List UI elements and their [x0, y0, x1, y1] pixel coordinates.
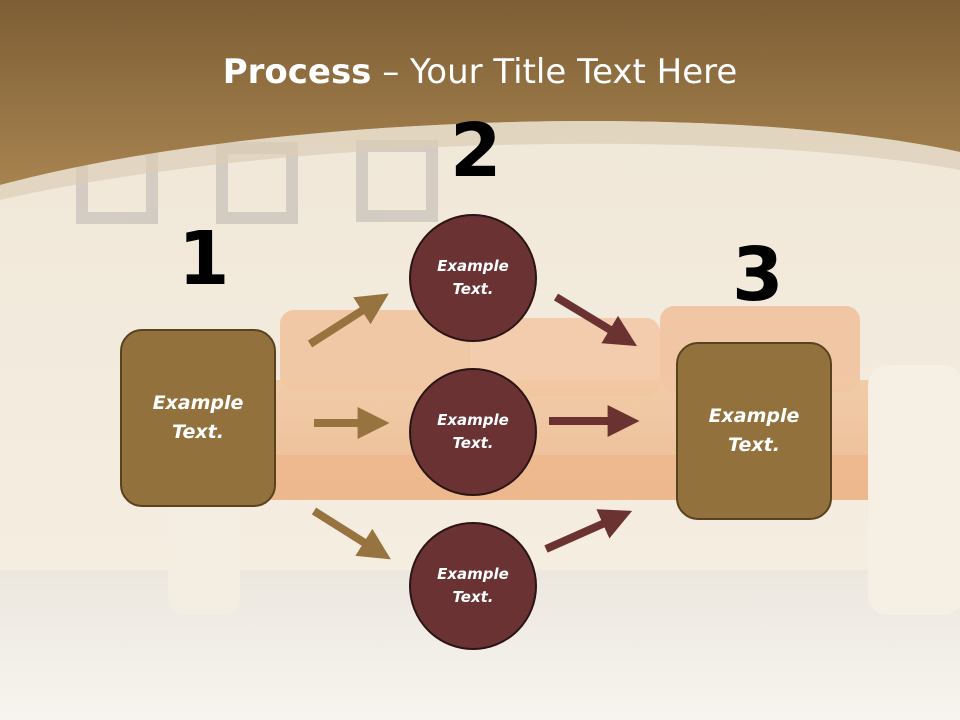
arrow-right-icon	[553, 293, 638, 347]
step-number-2: 2	[450, 108, 502, 194]
arrow-right-icon	[307, 293, 389, 348]
step-number-3: 3	[732, 232, 784, 318]
middle-circle-bottom-label: Example Text.	[437, 565, 509, 606]
step-3-box: Example Text.	[676, 342, 832, 520]
arrow-right-icon	[544, 509, 633, 553]
middle-circle-bottom: Example Text.	[409, 522, 537, 650]
step-3-label: Example Text.	[708, 405, 800, 456]
title-bold: Process	[222, 52, 372, 92]
step-number-1: 1	[178, 216, 230, 302]
middle-circle-top: Example Text.	[409, 214, 537, 342]
step-1-label: Example Text.	[152, 392, 244, 443]
step-1-box: Example Text.	[120, 329, 276, 507]
middle-circle-center-label: Example Text.	[437, 411, 509, 452]
middle-circle-top-label: Example Text.	[437, 257, 509, 298]
title-rest: – Your Title Text Here	[371, 52, 738, 92]
middle-circle-center: Example Text.	[409, 368, 537, 496]
slide-title: Process – Your Title Text Here	[0, 52, 960, 92]
arrow-right-icon	[311, 507, 391, 560]
